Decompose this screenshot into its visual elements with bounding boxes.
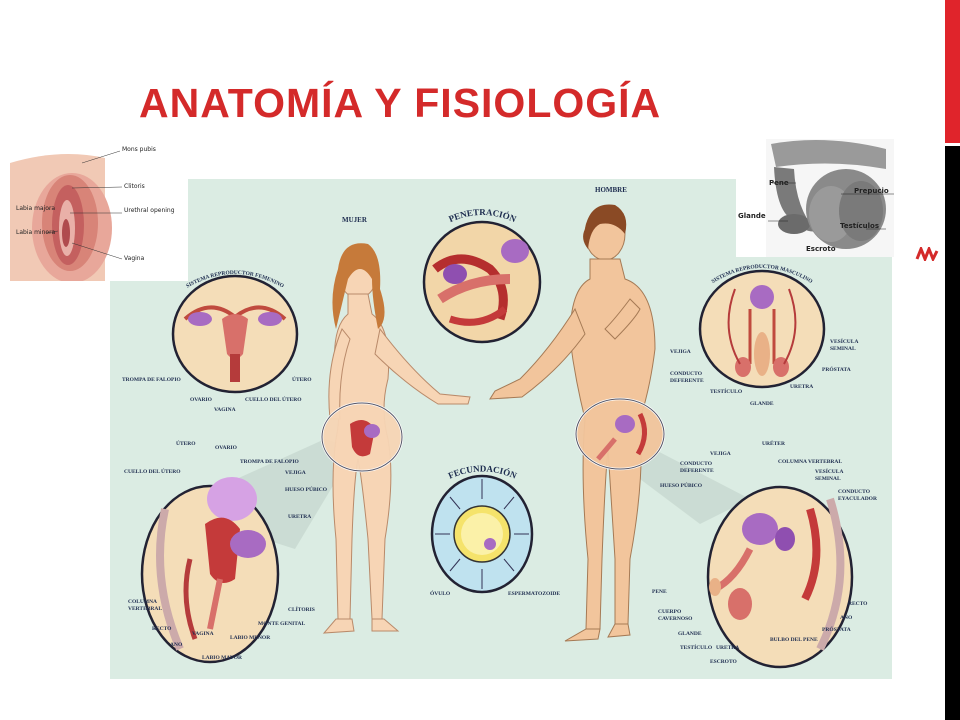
diagram-label: URETRA (716, 645, 740, 651)
diagram-label: URÉTER (762, 441, 785, 447)
side-bar-black (945, 146, 960, 720)
diagram-label: PRÓSTATA (822, 627, 851, 633)
penis-illustration (736, 139, 894, 257)
female-inset-label: Clitoris (124, 183, 145, 190)
male-inset-label: Glande (738, 212, 766, 220)
diagram-label: ÚTERO (292, 377, 312, 383)
diagram-label: CONDUCTO EYACULADOR (838, 489, 877, 502)
diagram-label: RECTO (848, 601, 868, 607)
diagram-label: COLUMNA VERTEBRAL (128, 599, 163, 612)
female-inset-label: Labia majora (16, 205, 56, 212)
female-inset-label: Labia minora (16, 229, 56, 236)
female-inset-label: Mons pubis (122, 146, 156, 153)
diagram-label: VEJIGA (285, 470, 306, 476)
diagram-label: GLANDE (750, 401, 774, 407)
diagram-label: VAGINA (214, 407, 236, 413)
diagram-label: VAGINA (192, 631, 214, 637)
diagram-label: CUERPO CAVERNOSO (658, 609, 693, 622)
diagram-label: VESÍCULA SEMINAL (830, 339, 859, 352)
diagram-label: TROMPA DE FALOPIO (240, 459, 299, 465)
slide-title: ANATOMÍA Y FISIOLOGÍA (139, 80, 662, 126)
diagram-label: TROMPA DE FALOPIO (122, 377, 181, 383)
diagram-label: URETRA (790, 384, 814, 390)
female-inset-label: Urethral opening (124, 207, 175, 214)
reproductive-anatomy-diagram: PENETRACIÓN FECUNDACIÓN SISTEMA REPRODUC… (110, 179, 892, 679)
diagram-label: CONDUCTO DEFERENTE (680, 461, 714, 474)
diagram-label: ESCROTO (710, 659, 737, 665)
diagram-label: ESPERMATOZOIDE (508, 591, 561, 597)
diagram-label: VEJIGA (710, 451, 731, 457)
diagram-label: LABIO MAYOR (202, 655, 242, 661)
diagram-label: OVARIO (190, 397, 212, 403)
diagram-label: GLANDE (678, 631, 702, 637)
diagram-label: VEJIGA (670, 349, 691, 355)
man-label: HOMBRE (595, 186, 627, 194)
diagram-label: ÓVULO (430, 591, 451, 597)
diagram-label: TESTÍCULO (680, 645, 713, 651)
woman-label: MUJER (342, 216, 367, 224)
diagram-label: CUELLO DEL ÚTERO (245, 397, 302, 403)
diagram-label: PRÓSTATA (822, 367, 851, 373)
male-inset-label: Testículos (840, 222, 880, 230)
diagram-label: MONTE GENITAL (258, 621, 306, 627)
diagram-label: TESTÍCULO (710, 389, 743, 395)
diagram-label: CUELLO DEL ÚTERO (124, 469, 181, 475)
diagram-label: ANO (170, 642, 183, 648)
diagram-label: CLÍTORIS (288, 607, 315, 613)
diagram-label: CONDUCTO DEFERENTE (670, 371, 704, 384)
diagram-label: BULBO DEL PENE (770, 637, 818, 643)
vulva-illustration (10, 143, 188, 281)
diagram-label: RECTO (152, 626, 172, 632)
diagram-label: HUESO PÚBICO (660, 483, 703, 489)
diagram-label: PENE (652, 589, 667, 595)
diagram-label: ÚTERO (176, 441, 196, 447)
male-external-anatomy-inset: Pene Prepucio Glande Testículos Escroto (736, 139, 894, 257)
diagram-label: LABIO MENOR (230, 635, 271, 641)
side-bar-red (945, 0, 960, 143)
diagram-label: OVARIO (215, 445, 237, 451)
diagram-label: COLUMNA VERTEBRAL (778, 459, 843, 465)
male-inset-label: Prepucio (854, 187, 889, 195)
female-external-anatomy-inset: Mons pubis Clitoris Labia majora Urethra… (10, 143, 188, 281)
red-mark-icon (915, 247, 939, 261)
male-inset-label: Pene (769, 179, 789, 187)
diagram-label: ANO (840, 615, 853, 621)
female-inset-label: Vagina (124, 255, 145, 262)
anatomy-illustration: PENETRACIÓN FECUNDACIÓN SISTEMA REPRODUC… (140, 204, 854, 669)
diagram-label: URETRA (288, 514, 312, 520)
male-inset-label: Escroto (806, 245, 836, 253)
diagram-label: VESÍCULA SEMINAL (815, 469, 844, 482)
diagram-label: HUESO PÚBICO (285, 487, 328, 493)
